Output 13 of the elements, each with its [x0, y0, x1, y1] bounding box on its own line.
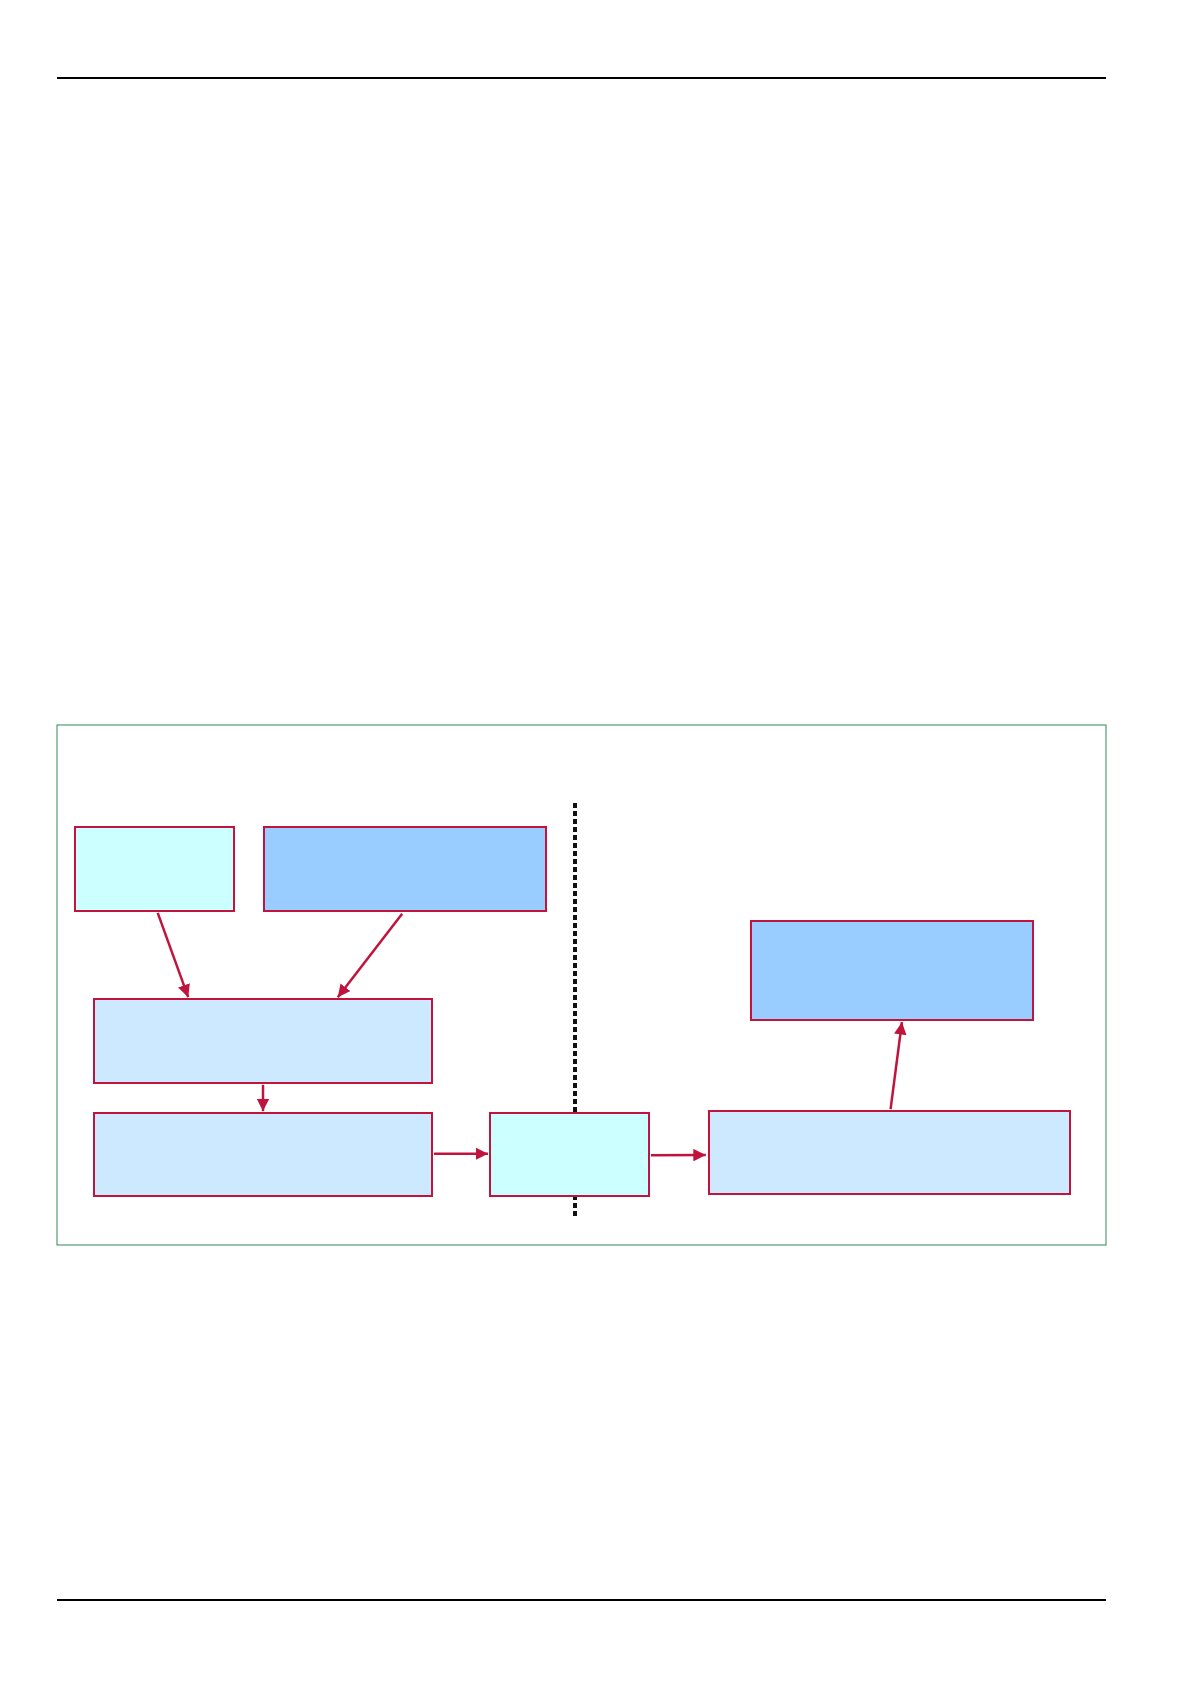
arrow: [256, 1084, 270, 1112]
arrow: [336, 912, 404, 998]
process-box: [263, 826, 547, 912]
process-box: [93, 998, 433, 1084]
process-box: [708, 1110, 1071, 1195]
process-box: [74, 826, 235, 912]
arrow: [156, 912, 190, 998]
process-box: [93, 1112, 433, 1197]
arrow: [889, 1021, 907, 1110]
arrow: [650, 1148, 706, 1162]
process-box: [489, 1112, 650, 1197]
process-box: [750, 920, 1034, 1021]
arrow: [434, 1147, 489, 1160]
